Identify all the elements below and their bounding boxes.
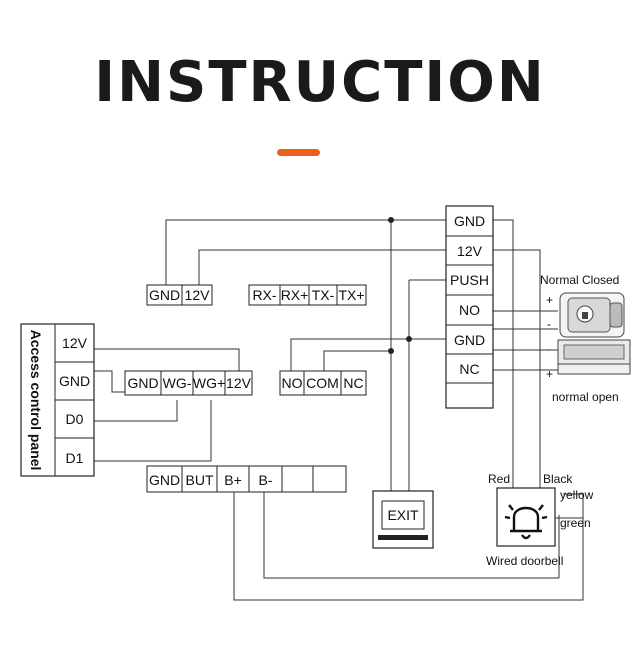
drop-bolt-icon — [557, 339, 631, 375]
access-control-panel: Access control panel 12V GND D0 D1 — [20, 323, 95, 477]
electric-lock-icon — [559, 292, 625, 338]
wire-green-label: green — [560, 516, 591, 530]
normal-closed-label: Normal Closed — [540, 273, 619, 287]
nc-lock-plus: + — [546, 293, 553, 307]
wiegand-gnd: GND — [127, 375, 158, 391]
title-accent-bar — [277, 149, 320, 156]
terminal-nc: NC — [459, 361, 479, 377]
rs485-terminal-block: RX- RX+ TX- TX+ — [248, 284, 367, 306]
terminal-12v: 12V — [457, 243, 483, 259]
bell-terminal-block: GND BUT B+ B- — [146, 465, 347, 493]
wire-yellow-label: yellow — [560, 488, 594, 502]
relay-terminal-block: NO COM NC — [279, 370, 367, 396]
page-title: INSTRUCTION — [94, 50, 546, 115]
exit-button: EXIT — [372, 490, 434, 549]
wiegand-12v: 12V — [226, 375, 252, 391]
doorbell-label: Wired doorbell — [486, 554, 563, 568]
no-lock-minus: - — [547, 342, 551, 356]
power-gnd: GND — [149, 287, 180, 303]
bell-b-minus: B- — [259, 472, 273, 488]
rs485-tx-minus: TX- — [312, 287, 335, 303]
wiegand-terminal-block: GND WG- WG+ 12V — [124, 370, 253, 396]
power-terminal-block: GND 12V — [146, 284, 213, 306]
bell-b-plus: B+ — [224, 472, 242, 488]
terminal-gnd-2: GND — [454, 332, 485, 348]
relay-nc: NC — [343, 375, 363, 391]
panel-d1: D1 — [66, 450, 84, 466]
wire-black-label: Black — [543, 472, 573, 486]
wires — [94, 219, 584, 601]
panel-d0: D0 — [66, 411, 84, 427]
bell-gnd: GND — [149, 472, 180, 488]
rs485-tx-plus: TX+ — [338, 287, 364, 303]
panel-label: Access control panel — [28, 330, 44, 471]
wired-doorbell — [496, 487, 556, 547]
terminal-no: NO — [459, 302, 480, 318]
bell-icon — [504, 504, 548, 540]
normal-open-label: normal open — [552, 390, 619, 404]
wire-red-label: Red — [488, 472, 510, 486]
wiegand-wg-minus: WG- — [163, 375, 192, 391]
no-lock-plus: + — [546, 367, 553, 381]
bell-but: BUT — [186, 472, 214, 488]
wiegand-wg-plus: WG+ — [193, 375, 225, 391]
panel-12v: 12V — [62, 335, 88, 351]
rs485-rx-plus: RX+ — [281, 287, 309, 303]
relay-com: COM — [306, 375, 339, 391]
nc-lock-minus: - — [547, 317, 551, 331]
junction-dots — [388, 217, 412, 354]
main-terminal-block: GND 12V PUSH NO GND NC — [445, 205, 494, 409]
exit-label: EXIT — [387, 507, 419, 523]
rs485-rx-minus: RX- — [252, 287, 276, 303]
relay-no: NO — [282, 375, 303, 391]
terminal-gnd: GND — [454, 213, 485, 229]
panel-gnd: GND — [59, 373, 90, 389]
power-12v: 12V — [185, 287, 211, 303]
terminal-push: PUSH — [450, 272, 489, 288]
